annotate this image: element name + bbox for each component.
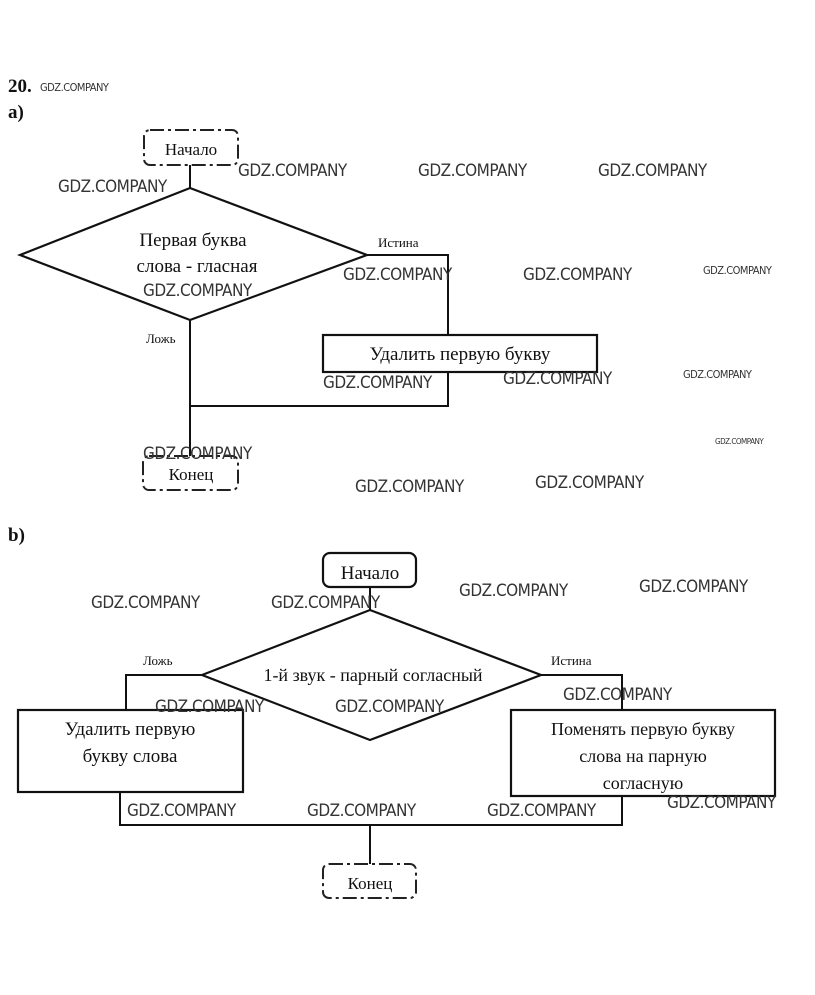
connector-merge-a bbox=[190, 372, 449, 407]
decision-text-a-line2: слова - гласная bbox=[137, 256, 258, 277]
watermark: GDZ.COMPANY bbox=[523, 265, 633, 285]
watermark: GDZ.COMPANY bbox=[683, 368, 753, 381]
flowchart-b: Начало 1-й звук - парный согласный Ложь … bbox=[16, 551, 777, 899]
flowchart-a: Начало Первая буква слова - гласная Исти… bbox=[16, 129, 599, 491]
watermarks: GDZ.COMPANY GDZ.COMPANY GDZ.COMPANY GDZ.… bbox=[58, 161, 777, 821]
watermark: GDZ.COMPANY bbox=[715, 437, 764, 446]
end-label-b: Конец bbox=[348, 874, 393, 893]
watermark: GDZ.COMPANY bbox=[703, 264, 773, 277]
watermark: GDZ.COMPANY bbox=[639, 577, 749, 597]
watermark: GDZ.COMPANY bbox=[667, 793, 777, 813]
action-true-b-line1: Поменять первую букву bbox=[551, 719, 735, 739]
action-box-true-b bbox=[509, 708, 777, 798]
end-label-a: Конец bbox=[169, 465, 214, 484]
part-b-label: b) bbox=[8, 525, 25, 546]
false-label-b: Ложь bbox=[143, 653, 173, 668]
start-terminal-b bbox=[321, 551, 418, 589]
watermark: GDZ.COMPANY bbox=[271, 593, 381, 613]
end-terminal-a bbox=[142, 455, 239, 491]
connector-false-b bbox=[125, 674, 202, 710]
watermark: GDZ.COMPANY bbox=[535, 473, 645, 493]
connector-true-a bbox=[367, 254, 449, 335]
watermark: GDZ.COMPANY bbox=[503, 369, 613, 389]
watermark: GDZ.COMPANY bbox=[563, 685, 673, 705]
exercise-number: 20. bbox=[8, 76, 32, 97]
watermark: GDZ.COMPANY bbox=[335, 697, 445, 717]
watermark: GDZ.COMPANY bbox=[323, 373, 433, 393]
true-label-b: Истина bbox=[551, 653, 592, 668]
false-label-a: Ложь bbox=[146, 331, 176, 346]
watermark: GDZ.COMPANY bbox=[307, 801, 417, 821]
watermark: GDZ.COMPANY bbox=[143, 444, 253, 464]
decision-text-a-line1: Первая буква bbox=[139, 230, 247, 251]
watermark: GDZ.COMPANY bbox=[598, 161, 708, 181]
action-box-a bbox=[321, 333, 599, 374]
watermark: GDZ.COMPANY bbox=[418, 161, 528, 181]
end-terminal-b bbox=[322, 863, 417, 899]
true-label-a: Истина bbox=[378, 235, 419, 250]
action-false-b-line2: букву слова bbox=[83, 746, 178, 767]
decision-text-b: 1-й звук - парный согласный bbox=[263, 665, 482, 685]
watermark: GDZ.COMPANY bbox=[238, 161, 348, 181]
watermark: GDZ.COMPANY bbox=[91, 593, 201, 613]
action-text-a: Удалить первую букву bbox=[370, 344, 551, 365]
watermark: GDZ.COMPANY bbox=[127, 801, 237, 821]
watermark: GDZ.COMPANY bbox=[58, 177, 168, 197]
decision-diamond-a bbox=[16, 186, 371, 322]
action-true-b-line2: слова на парную bbox=[579, 746, 707, 766]
watermark: GDZ.COMPANY bbox=[143, 281, 253, 301]
start-label-b: Начало bbox=[341, 563, 400, 584]
start-label-a: Начало bbox=[165, 140, 217, 159]
watermark: GDZ.COMPANY bbox=[355, 477, 465, 497]
header-watermark: GDZ.COMPANY bbox=[40, 81, 110, 94]
action-box-false-b bbox=[16, 708, 245, 794]
watermark: GDZ.COMPANY bbox=[487, 801, 597, 821]
action-false-b-line1: Удалить первую bbox=[65, 719, 196, 740]
part-a-label: a) bbox=[8, 102, 24, 123]
watermark: GDZ.COMPANY bbox=[459, 581, 569, 601]
watermark: GDZ.COMPANY bbox=[343, 265, 453, 285]
decision-diamond-b bbox=[198, 608, 545, 742]
start-terminal-a bbox=[143, 129, 239, 166]
watermark: GDZ.COMPANY bbox=[155, 697, 265, 717]
action-true-b-line3: согласную bbox=[603, 773, 684, 793]
connector-true-b bbox=[541, 674, 623, 710]
